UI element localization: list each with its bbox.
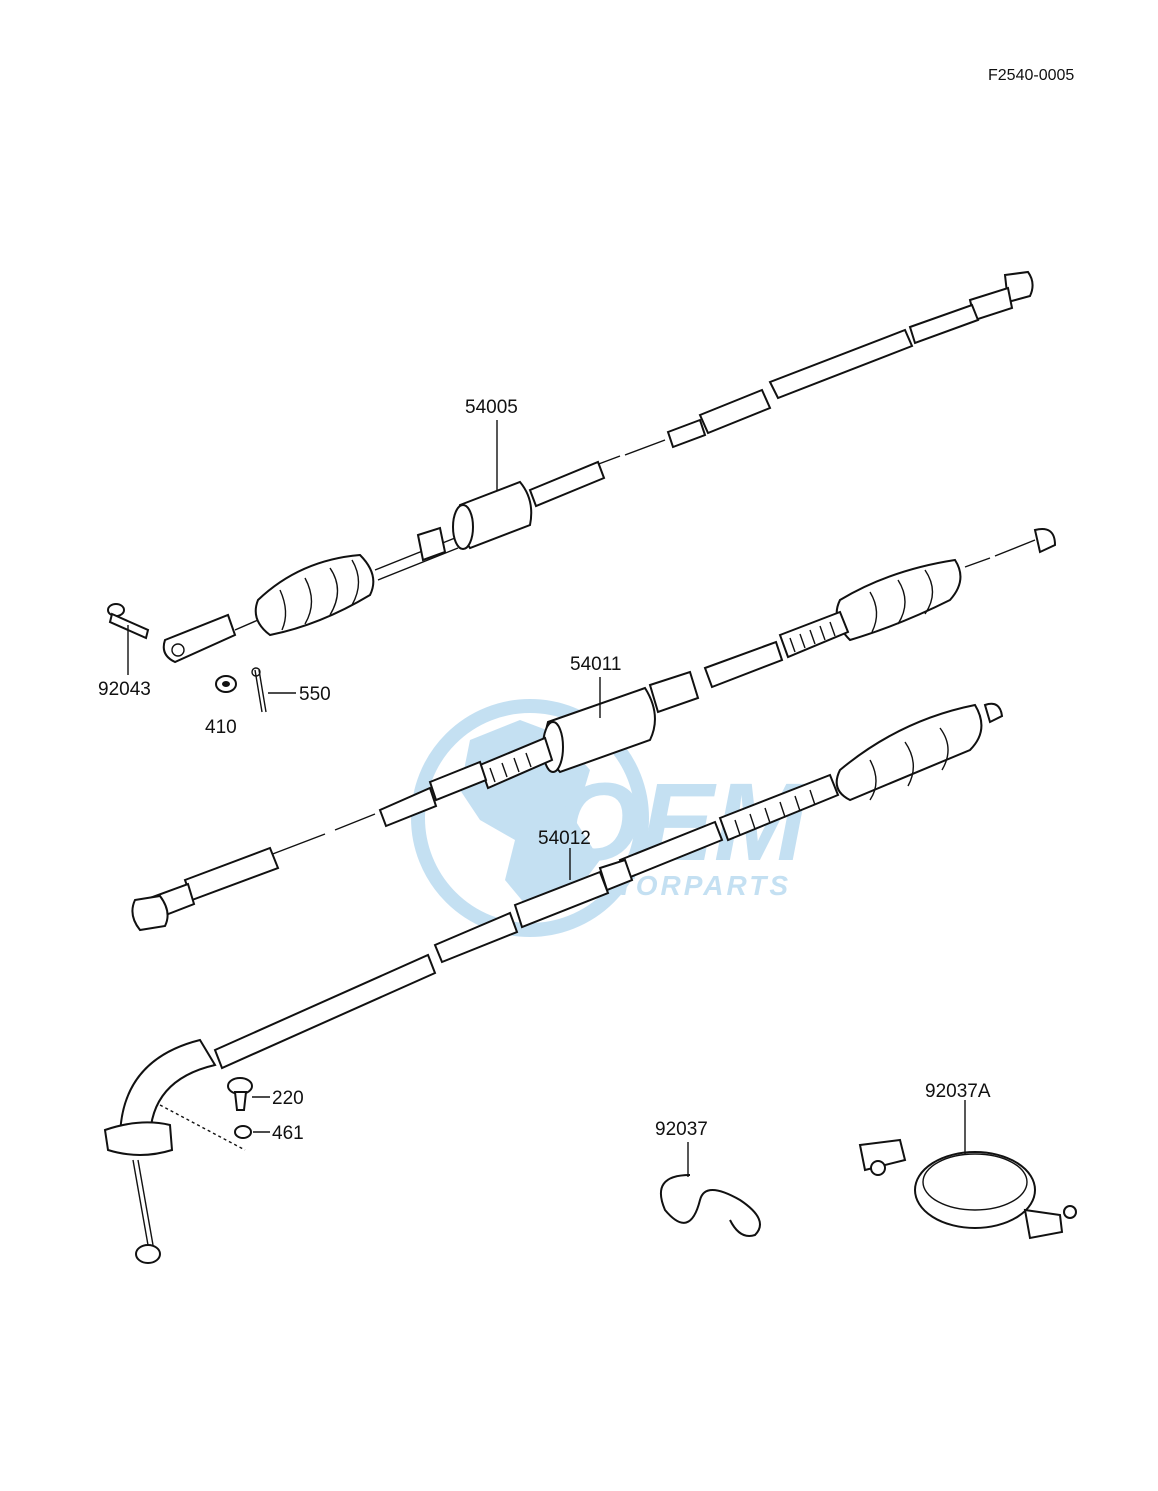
cable-54011: 54011: [131, 528, 1057, 932]
part-label-54012: 54012: [538, 828, 591, 849]
cotter-pin-550: 550: [251, 667, 331, 713]
part-label-461: 461: [272, 1123, 304, 1144]
mount-hint-line: [159, 1104, 246, 1151]
part-label-220: 220: [272, 1088, 304, 1109]
part-label-54005: 54005: [465, 397, 518, 418]
cable-54005: 54005: [162, 270, 1034, 664]
part-label-92037: 92037: [655, 1119, 708, 1140]
diagram-reference-code: F2540-0005: [988, 67, 1074, 84]
globe-icon: [411, 699, 649, 937]
screw-220: 220: [227, 1077, 304, 1111]
pin-92043: 92043: [98, 603, 151, 700]
washer-461: 461: [234, 1123, 304, 1144]
cable-54012: 54012: [103, 702, 1004, 1264]
part-label-54011: 54011: [570, 654, 621, 675]
washer-410: 410: [205, 675, 237, 738]
part-label-92043: 92043: [98, 679, 151, 700]
clamp-92037A: 92037A: [858, 1081, 1077, 1240]
part-label-410: 410: [205, 717, 237, 738]
wire-clip-92037: 92037: [655, 1119, 761, 1237]
part-label-550: 550: [299, 684, 331, 705]
part-label-92037A: 92037A: [925, 1081, 991, 1102]
